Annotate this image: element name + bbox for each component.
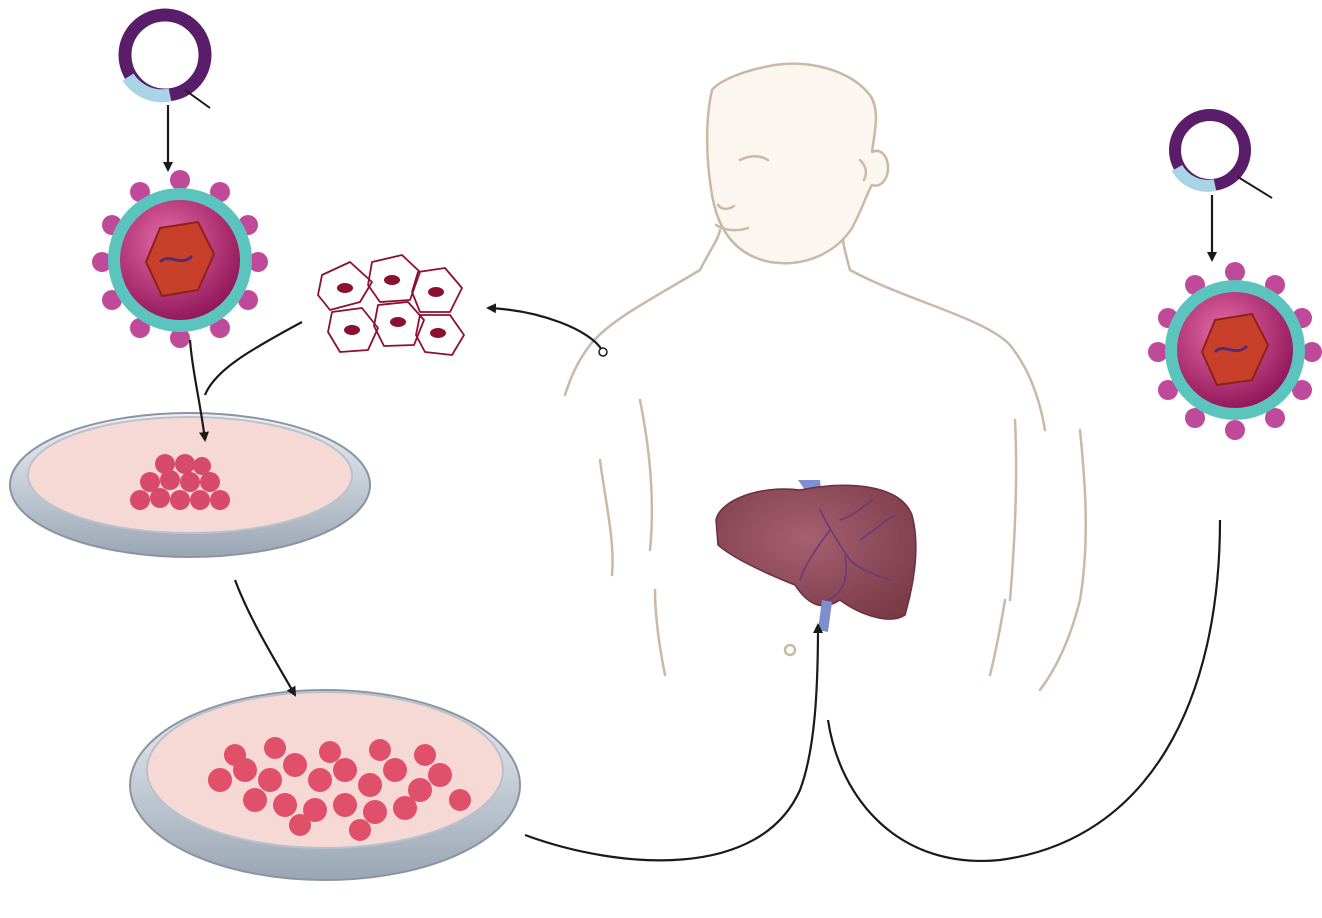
arrow-dish-to-expanded (235, 580, 295, 695)
viral-vector-right (1148, 262, 1322, 440)
skin-cells (318, 255, 464, 355)
culture-dish-initial (10, 413, 370, 557)
liver (716, 480, 916, 632)
plasmid-left (125, 15, 210, 108)
arrow-body-to-cells (488, 308, 602, 350)
viral-vector-left (92, 170, 268, 348)
plasmid-right (1175, 115, 1272, 198)
arrow-dish-to-liver (525, 625, 818, 860)
culture-dish-expanded (130, 690, 520, 880)
